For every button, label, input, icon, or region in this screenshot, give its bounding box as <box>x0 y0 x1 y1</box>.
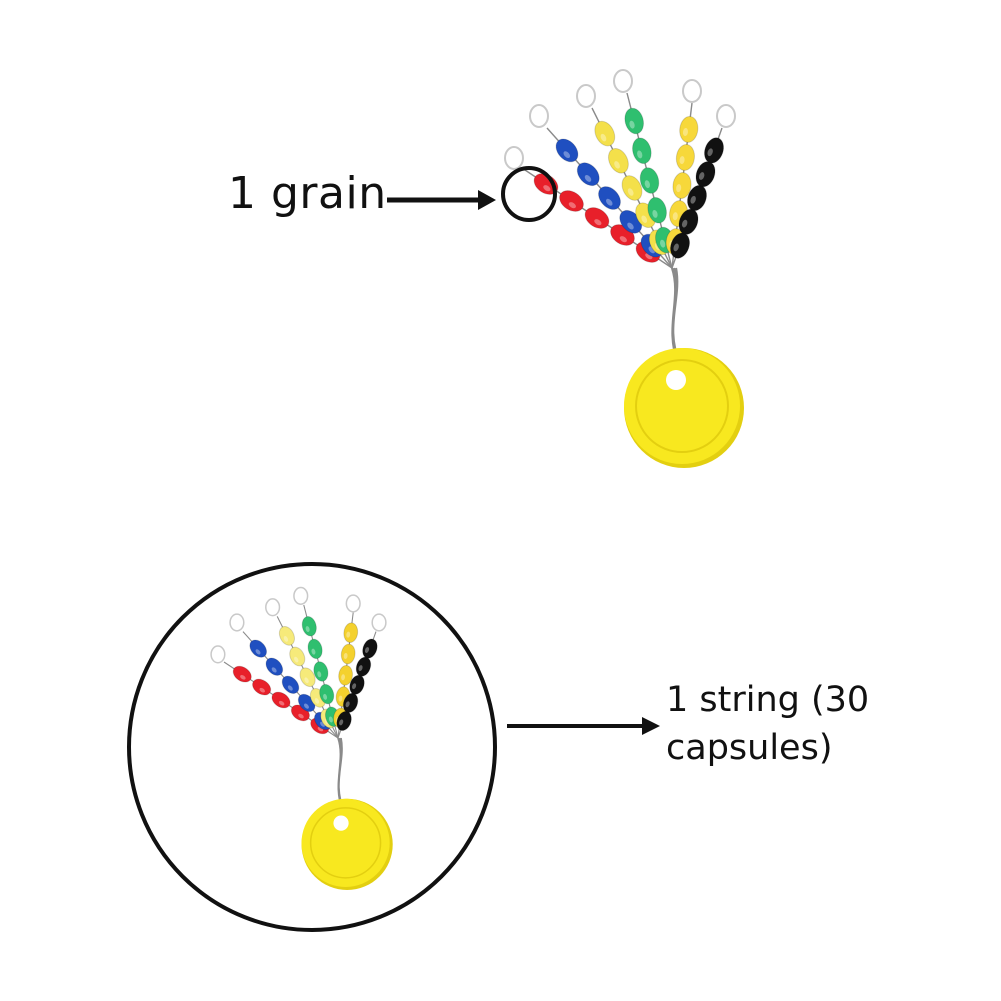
grain-label: 1 grain <box>228 168 387 219</box>
string-label: 1 string (30 capsules) <box>666 676 869 772</box>
string-label-line1: 1 string (30 <box>666 680 870 720</box>
bead-string <box>669 104 736 269</box>
string-highlight-circle-icon <box>127 562 497 932</box>
bead-string <box>336 613 387 739</box>
top-float-stopper-set <box>504 69 744 468</box>
yellow-disc <box>301 798 393 891</box>
grain-highlight-circle-icon <box>501 166 557 222</box>
string-right-arrow-icon <box>507 717 660 735</box>
string-label-line2: capsules) <box>666 728 833 768</box>
grain-right-arrow-icon <box>387 190 496 210</box>
bottom-float-stopper-set <box>210 586 393 891</box>
yellow-disc <box>624 348 744 468</box>
bead-string <box>229 613 339 739</box>
bead-string <box>613 69 675 269</box>
